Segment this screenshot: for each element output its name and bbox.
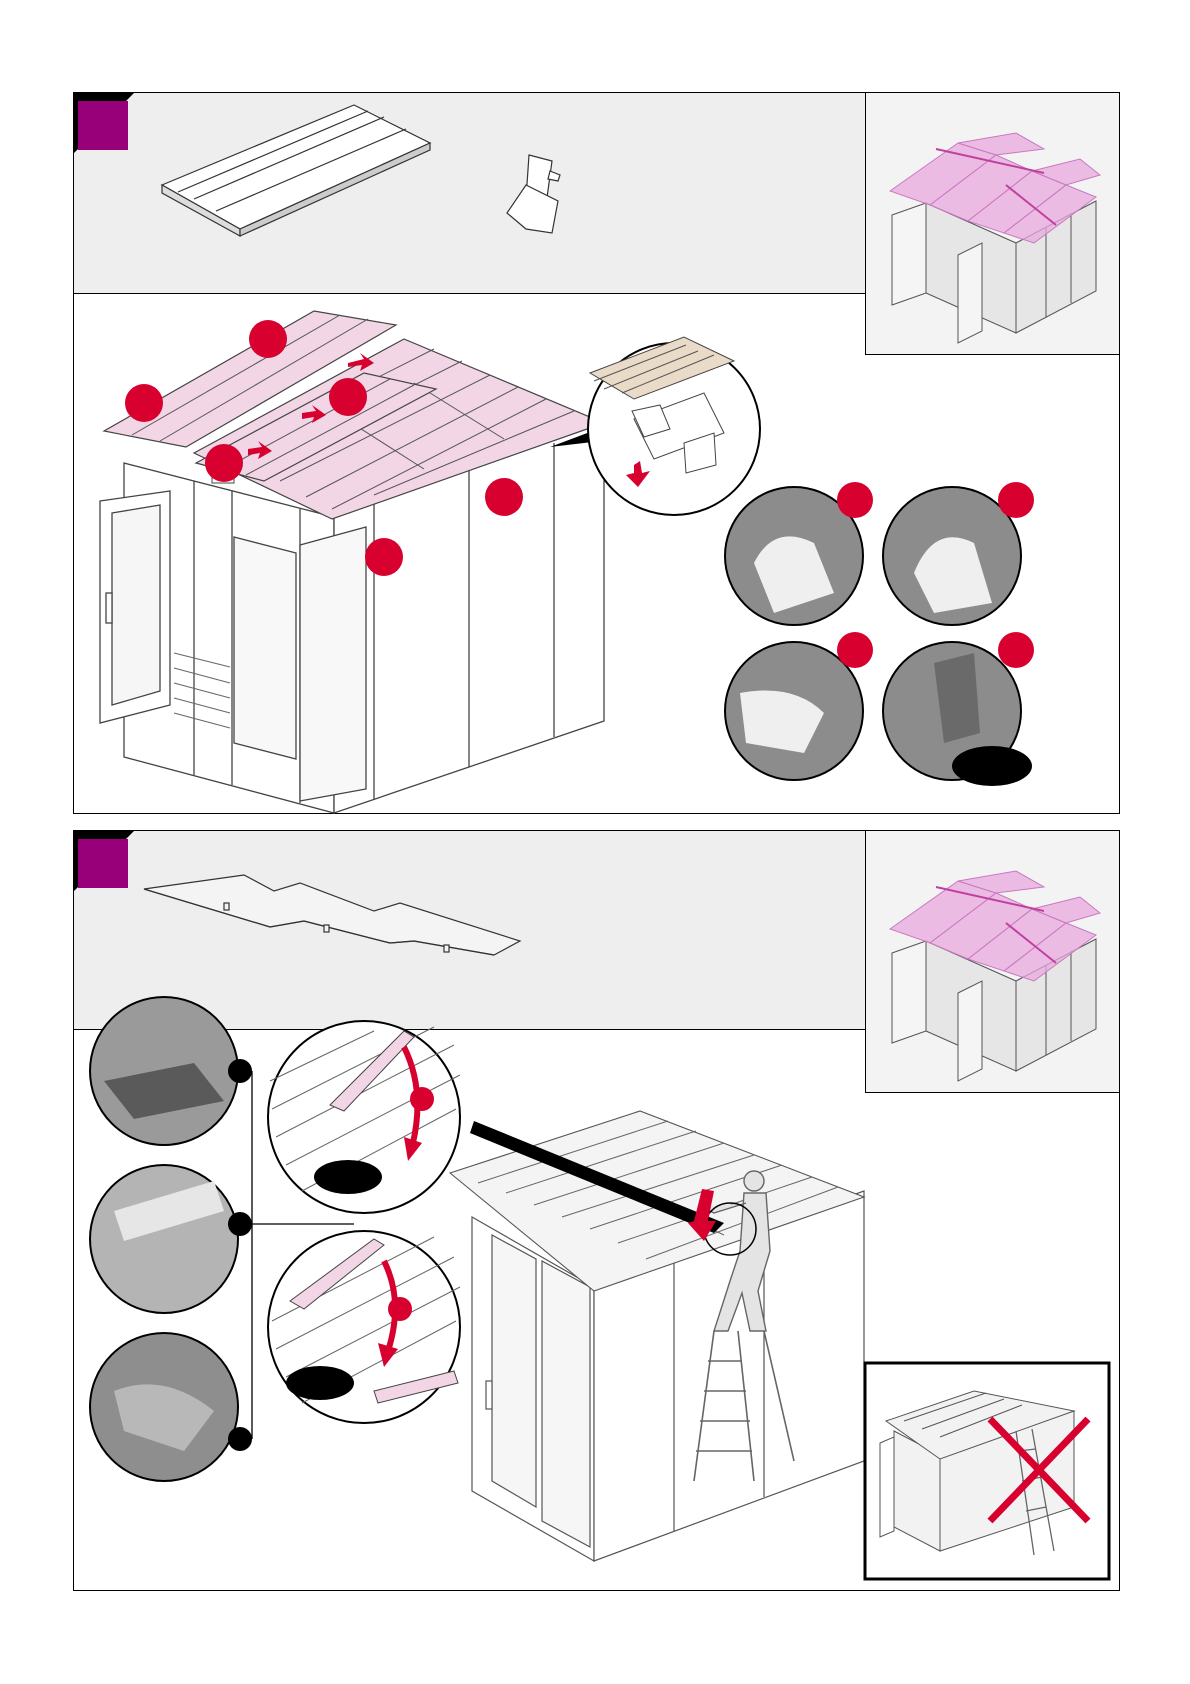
callout-1 bbox=[249, 320, 287, 358]
warning-inset bbox=[865, 1363, 1109, 1579]
callout-4 bbox=[205, 444, 243, 482]
ridge-detail-zoom-1 bbox=[268, 1021, 460, 1213]
click-bubble bbox=[952, 746, 1032, 786]
ridge-detail-zoom-2 bbox=[268, 1231, 460, 1423]
step1-main-illustration bbox=[74, 93, 1121, 815]
step2-main-illustration bbox=[74, 831, 1121, 1592]
step-roof-panels bbox=[73, 92, 1120, 814]
detail-photos bbox=[725, 482, 1034, 786]
clip-detail-zoom bbox=[588, 337, 760, 515]
callout-2 bbox=[125, 384, 163, 422]
callout-3 bbox=[329, 378, 367, 416]
step-roof-ridge bbox=[73, 830, 1120, 1591]
callout-6 bbox=[365, 538, 403, 576]
callout-5 bbox=[485, 478, 523, 516]
